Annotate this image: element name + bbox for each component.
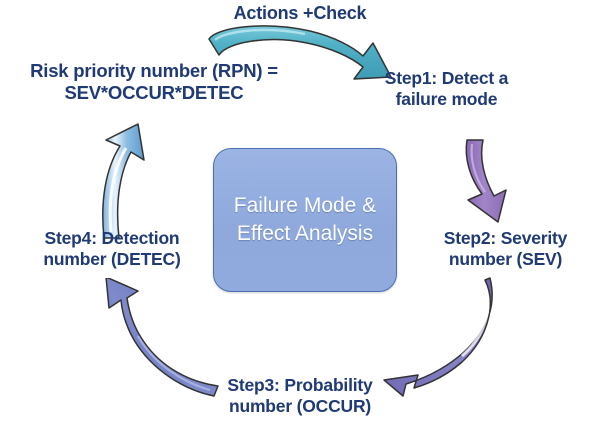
label-step3: Step3: Probability number (OCCUR) — [227, 375, 373, 416]
label-step4: Step4: Detection number (DETEC) — [43, 228, 181, 269]
center-box: Failure Mode & Effect Analysis — [213, 148, 397, 292]
label-step2: Step2: Severity number (SEV) — [443, 228, 568, 269]
label-step1: Step1: Detect a failure mode — [384, 68, 509, 109]
arrow-step4-to-rpn-icon — [102, 123, 145, 239]
label-actions-check: Actions +Check — [233, 3, 367, 23]
center-box-label: Failure Mode & Effect Analysis — [233, 194, 377, 245]
label-risk-priority-number: Risk priority number (RPN) = SEV*OCCUR*D… — [30, 60, 278, 103]
arrow-step1-to-step2-icon — [465, 139, 507, 223]
